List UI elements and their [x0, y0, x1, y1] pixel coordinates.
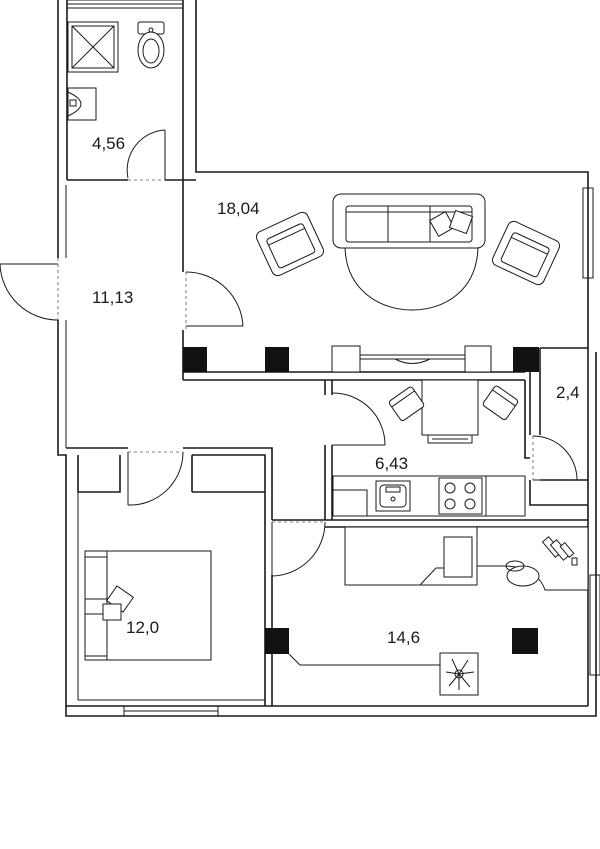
room-labels: 4,56 18,04 11,13 2,4 6,43 12,0 14,6 — [92, 134, 580, 647]
area-label-bedroom: 12,0 — [126, 618, 159, 637]
storage-door — [532, 435, 578, 481]
room-window — [589, 574, 600, 676]
plant-icon — [439, 652, 479, 696]
office-chair-icon — [505, 560, 540, 587]
room-furniture — [288, 526, 589, 696]
kitchen-furniture — [332, 379, 526, 517]
tv-stand — [331, 345, 492, 373]
area-label-bathroom: 4,56 — [92, 134, 125, 153]
nightstand-icon — [102, 585, 135, 621]
toilet-icon — [137, 21, 165, 69]
sink-icon — [67, 87, 97, 121]
living-door — [185, 271, 244, 330]
stove-icon — [438, 477, 483, 515]
kitchen-sink-icon — [375, 480, 411, 512]
wall-line — [288, 653, 301, 666]
armchair-right-icon — [491, 220, 561, 286]
wardrobe — [344, 526, 478, 586]
bathroom-fixtures — [67, 21, 165, 121]
entrance-door — [0, 258, 59, 321]
area-label-storage: 2,4 — [556, 383, 580, 402]
kitchen-counter — [332, 475, 526, 517]
dining-table-icon — [421, 379, 479, 444]
area-label-hall: 11,13 — [92, 288, 133, 307]
columns — [183, 347, 539, 654]
living-furniture — [255, 193, 561, 373]
rug — [344, 244, 479, 311]
area-label-room: 14,6 — [387, 628, 420, 647]
column — [265, 347, 289, 372]
area-label-kitchen: 6,43 — [375, 454, 408, 473]
kitchen-door — [331, 392, 386, 446]
dining-chair-right-icon — [482, 385, 519, 421]
living-window — [582, 187, 594, 279]
column — [265, 628, 289, 654]
shower-icon — [67, 21, 119, 73]
dining-chair-left-icon — [388, 386, 425, 422]
armchair-left-icon — [255, 211, 325, 277]
column — [512, 628, 538, 654]
bathroom-door — [126, 129, 166, 181]
windows — [66, 0, 600, 717]
doors — [0, 129, 578, 577]
area-label-living: 18,04 — [217, 199, 260, 218]
column — [183, 347, 207, 372]
room-door — [271, 521, 326, 577]
bedroom-door — [127, 451, 184, 506]
sofa-icon — [332, 193, 486, 249]
books-icon — [541, 536, 578, 566]
column — [513, 347, 539, 372]
bedroom-furniture — [84, 550, 212, 661]
